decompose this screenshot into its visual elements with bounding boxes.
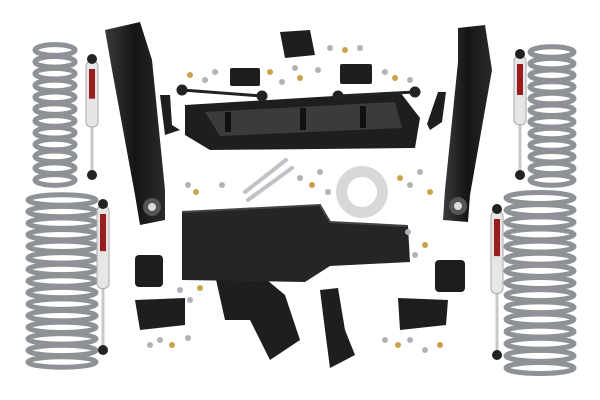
bolt — [157, 337, 163, 343]
bolt — [297, 175, 303, 181]
bolt — [177, 287, 183, 293]
shock-absorber — [96, 199, 110, 355]
long-bolts — [243, 158, 294, 202]
bolt — [219, 182, 225, 188]
radius-arm-left — [105, 22, 165, 225]
bolt — [292, 65, 298, 71]
coil-spring — [527, 44, 577, 188]
radius-arm-right — [443, 25, 492, 222]
bolt — [407, 182, 413, 188]
bolt — [357, 45, 363, 51]
bolt — [397, 175, 403, 181]
bolt — [382, 337, 388, 343]
bolt — [202, 77, 208, 83]
bolt — [197, 285, 203, 291]
bolt — [422, 347, 428, 353]
shocks — [85, 49, 527, 360]
ring-bracket — [336, 166, 388, 218]
crossmember — [185, 92, 420, 150]
bolt — [395, 342, 401, 348]
bolt — [342, 47, 348, 53]
coil-spring — [503, 190, 577, 376]
bolt — [317, 169, 323, 175]
bolt — [193, 189, 199, 195]
skid-plate — [181, 203, 410, 282]
bolt — [267, 69, 273, 75]
shock-absorber — [85, 54, 99, 180]
bolt — [407, 337, 413, 343]
coil-spring — [32, 42, 78, 188]
bolt — [279, 79, 285, 85]
hardware — [147, 45, 443, 353]
bolt — [417, 169, 423, 175]
shock-absorber — [490, 204, 504, 360]
bolt — [405, 229, 411, 235]
bolt — [427, 189, 433, 195]
bolt — [407, 77, 413, 83]
bolt — [327, 45, 333, 51]
bolt — [325, 189, 331, 195]
bolt — [392, 75, 398, 81]
bolt — [185, 335, 191, 341]
bolt — [315, 67, 321, 73]
sway-bar-links — [176, 84, 421, 102]
bolt — [412, 252, 418, 258]
shock-absorber — [513, 49, 527, 180]
bolt — [187, 297, 193, 303]
bolt — [212, 69, 218, 75]
bolt — [309, 182, 315, 188]
bolt — [437, 342, 443, 348]
brackets — [135, 30, 465, 368]
bolt — [382, 69, 388, 75]
coil-springs — [25, 42, 577, 376]
bolt — [187, 72, 193, 78]
bolt — [169, 342, 175, 348]
bolt — [185, 182, 191, 188]
bolt — [297, 75, 303, 81]
bolt — [422, 242, 428, 248]
coil-spring — [25, 192, 99, 370]
bolt — [147, 342, 153, 348]
